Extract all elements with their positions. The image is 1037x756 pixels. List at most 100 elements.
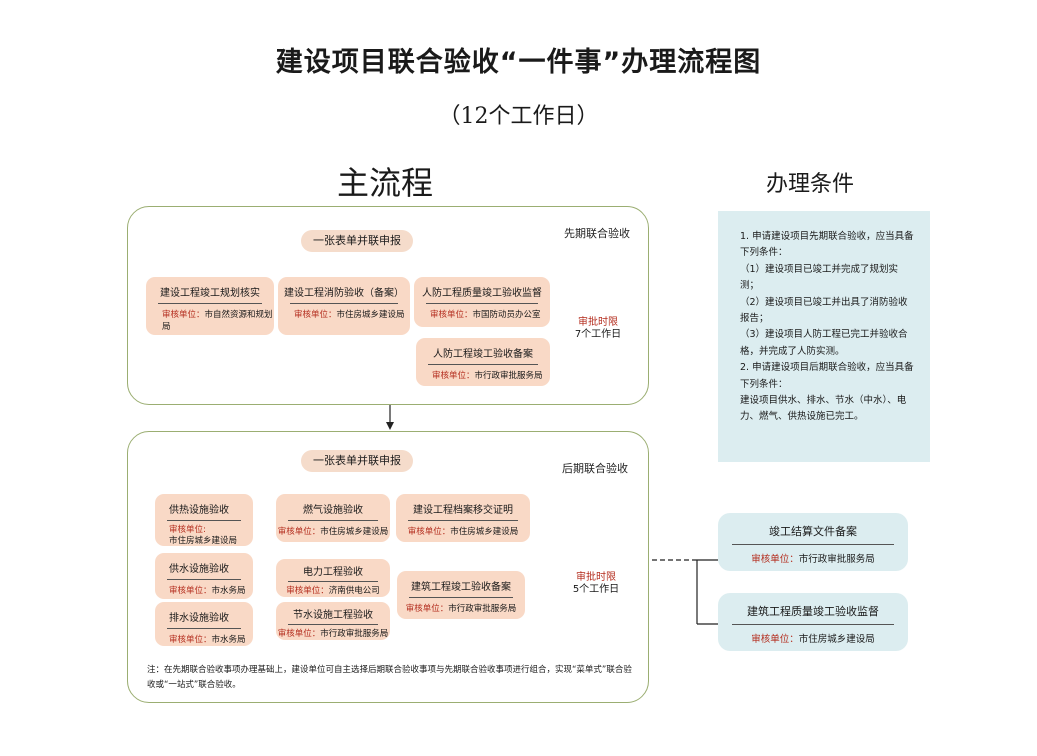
card-title: 建筑工程质量竣工验收监督	[747, 605, 879, 618]
card-divider	[409, 597, 513, 598]
unit-value: 市住房城乡建设局	[450, 527, 519, 537]
card-unit: 审核单位：市住房城乡建设局	[278, 304, 410, 321]
main-flow-heading: 主流程	[336, 164, 433, 202]
condition-line: 1. 申请建设项目先期联合验收，应当具备下列条件：	[740, 231, 914, 259]
unit-label: 审核单位：	[277, 629, 321, 639]
card-unit: 审核单位：济南供电公司	[276, 582, 390, 597]
card-divider	[167, 579, 241, 580]
card-unit: 审核单位:市住房城乡建设局	[155, 521, 253, 547]
card-unit: 审核单位：市行政审批服务局	[397, 598, 525, 615]
late-submit-pill: 一张表单并联申报	[301, 450, 413, 472]
card-title: 建设工程消防验收（备案）	[284, 288, 404, 299]
card-divider	[167, 520, 241, 521]
late-card-power: 电力工程验收 审核单位：济南供电公司	[276, 559, 390, 597]
unit-value: 市住房城乡建设局	[336, 310, 405, 320]
unit-value: 市自然资源和规划局	[162, 310, 273, 332]
unit-value: 市国防动员办公室	[472, 310, 541, 320]
card-divider	[167, 628, 241, 629]
unit-label: 审核单位：	[169, 635, 212, 645]
card-unit: 审核单位：市行政审批服务局	[416, 365, 550, 382]
card-unit: 审核单位：市国防动员办公室	[414, 304, 550, 321]
card-unit: 审核单位：市住房城乡建设局	[276, 521, 390, 538]
card-unit: 审核单位：市水务局	[155, 580, 253, 597]
time-limit-days: 7个工作日	[574, 329, 622, 340]
card-unit: 审核单位：市行政审批服务局	[718, 545, 908, 565]
late-card-drainage: 排水设施验收 审核单位：市水务局	[155, 602, 253, 646]
unit-value: 市住房城乡建设局	[798, 634, 875, 645]
early-acceptance-label: 先期联合验收	[564, 227, 630, 240]
condition-line: （3）建设项目人防工程已完工并验收合格，并完成了人防实测。	[740, 329, 908, 357]
card-unit: 审核单位：市水务局	[155, 629, 253, 646]
late-card-gas: 燃气设施验收 审核单位：市住房城乡建设局	[276, 494, 390, 542]
card-divider	[408, 520, 518, 521]
card-title: 燃气设施验收	[303, 505, 363, 516]
card-divider	[426, 303, 538, 304]
late-time-limit: 审批时限 5个工作日	[560, 572, 632, 596]
late-card-heating: 供热设施验收 审核单位:市住房城乡建设局	[155, 494, 253, 546]
card-unit: 审核单位：市住房城乡建设局	[396, 521, 530, 538]
card-divider	[428, 364, 538, 365]
early-card-civil-defense-supervision: 人防工程质量竣工验收监督 审核单位：市国防动员办公室	[414, 277, 550, 327]
unit-label: 审核单位：	[405, 604, 449, 614]
unit-value: 市住房城乡建设局	[320, 527, 389, 537]
card-title: 排水设施验收	[169, 613, 229, 624]
card-divider	[732, 544, 894, 545]
page-subtitle: （12个工作日）	[438, 104, 599, 129]
late-card-archive-transfer: 建设工程档案移交证明 审核单位：市住房城乡建设局	[396, 494, 530, 542]
card-divider	[288, 520, 378, 521]
early-card-fire: 建设工程消防验收（备案） 审核单位：市住房城乡建设局	[278, 277, 410, 335]
unit-label: 审核单位：	[162, 310, 205, 320]
time-limit-title: 审批时限	[578, 317, 618, 328]
late-acceptance-label: 后期联合验收	[562, 462, 628, 475]
unit-value: 市行政审批服务局	[798, 554, 875, 565]
card-divider	[158, 303, 262, 304]
early-submit-pill: 一张表单并联申报	[301, 230, 413, 252]
time-limit-title: 审批时限	[576, 572, 616, 583]
card-unit: 审核单位：市住房城乡建设局	[718, 625, 908, 645]
unit-label: 审核单位：	[277, 527, 321, 537]
card-unit: 审核单位：市行政审批服务局	[276, 625, 390, 640]
early-card-civil-defense-filing: 人防工程竣工验收备案 审核单位：市行政审批服务局	[416, 338, 550, 386]
late-card-completion-filing: 建筑工程竣工验收备案 审核单位：市行政审批服务局	[397, 571, 525, 619]
unit-label: 审核单位:	[169, 525, 206, 535]
condition-line: 2. 申请建设项目后期联合验收，应当具备下列条件：	[740, 362, 914, 390]
unit-value: 市行政审批服务局	[474, 371, 543, 381]
side-card-settlement-filing: 竣工结算文件备案 审核单位：市行政审批服务局	[718, 513, 908, 571]
unit-value: 市行政审批服务局	[448, 604, 517, 614]
early-time-limit: 审批时限 7个工作日	[562, 317, 634, 341]
conditions-box: 1. 申请建设项目先期联合验收，应当具备下列条件： （1）建设项目已竣工并完成了…	[718, 211, 930, 462]
early-card-planning: 建设工程竣工规划核实 审核单位：市自然资源和规划局	[146, 277, 274, 335]
unit-value: 市水务局	[211, 635, 246, 645]
card-divider	[288, 624, 378, 625]
unit-label: 审核单位：	[751, 554, 799, 565]
unit-value: 市行政审批服务局	[320, 629, 389, 639]
late-card-water-supply: 供水设施验收 审核单位：市水务局	[155, 553, 253, 599]
unit-label: 审核单位：	[407, 527, 451, 537]
card-title: 人防工程竣工验收备案	[433, 349, 533, 360]
card-title: 供水设施验收	[169, 564, 229, 575]
late-card-water-saving: 节水设施工程验收 审核单位：市行政审批服务局	[276, 602, 390, 640]
card-title: 电力工程验收	[303, 567, 363, 578]
unit-value: 济南供电公司	[328, 586, 380, 596]
card-title: 节水设施工程验收	[293, 610, 373, 621]
unit-label: 审核单位：	[169, 586, 212, 596]
footnote: 注：在先期联合验收事项办理基础上，建设单位可自主选择后期联合验收事项与先期联合验…	[147, 665, 632, 690]
card-title: 竣工结算文件备案	[769, 525, 857, 538]
condition-line: （2）建设项目已竣工并出具了消防验收报告；	[740, 296, 908, 325]
card-title: 建设工程档案移交证明	[413, 505, 513, 516]
page-title: 建设项目联合验收“一件事”办理流程图	[275, 47, 762, 78]
card-title: 建设工程竣工规划核实	[160, 288, 260, 299]
unit-value: 市住房城乡建设局	[169, 536, 238, 546]
card-divider	[288, 581, 378, 582]
card-title: 供热设施验收	[169, 505, 229, 516]
card-divider	[290, 303, 398, 304]
condition-line: 建设项目供水、排水、节水（中水）、电力、燃气、供热设施已完工。	[740, 395, 907, 423]
unit-label: 审核单位：	[432, 371, 475, 381]
unit-label: 审核单位：	[430, 310, 473, 320]
card-unit: 审核单位：市自然资源和规划局	[146, 304, 274, 333]
card-divider	[732, 624, 894, 625]
unit-label: 审核单位：	[294, 310, 337, 320]
unit-label: 审核单位：	[286, 586, 329, 596]
conditions-heading: 办理条件	[765, 172, 854, 197]
unit-value: 市水务局	[211, 586, 246, 596]
